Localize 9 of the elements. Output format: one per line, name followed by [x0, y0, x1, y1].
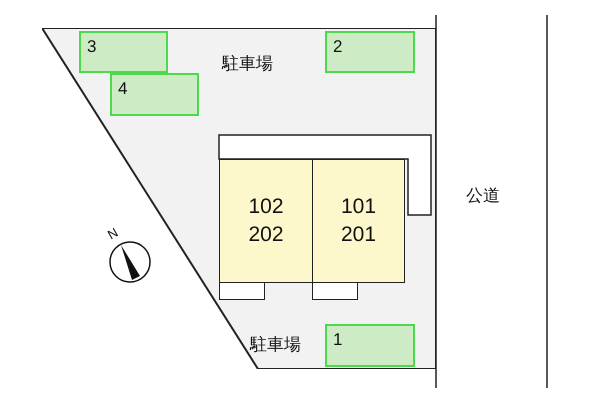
parking-space: 3: [79, 31, 168, 73]
parking-space: 1: [325, 324, 415, 367]
parking-space: 2: [325, 31, 415, 73]
parking-space: 4: [110, 73, 199, 116]
parking-label: 駐車場: [222, 53, 273, 75]
lot-drawing: [42, 28, 436, 369]
road-label: 公道: [466, 185, 500, 207]
north-label: N: [104, 224, 120, 242]
parking-label: 駐車場: [250, 334, 301, 356]
